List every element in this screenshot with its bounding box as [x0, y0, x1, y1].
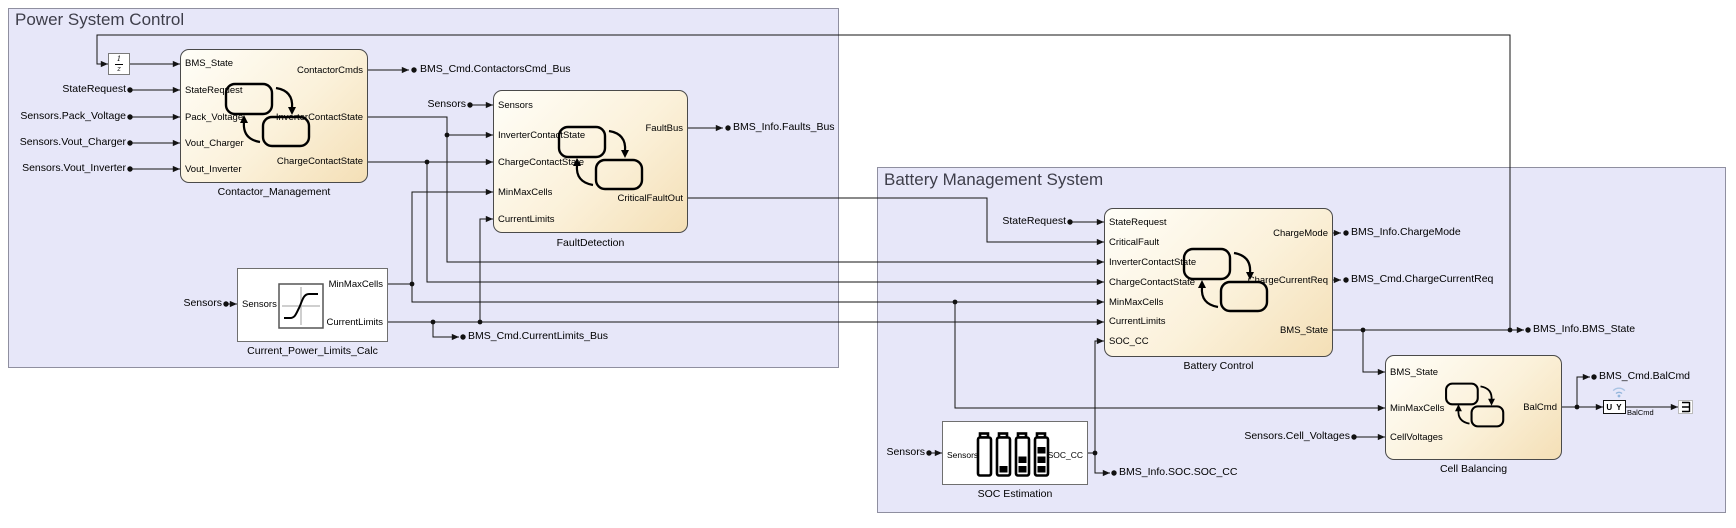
battery-control-block[interactable]: StateRequest CriticalFault InverterConta… [1104, 208, 1333, 357]
output-tag-current-limits-bus[interactable]: BMS_Cmd.CurrentLimits_Bus [468, 330, 609, 342]
soc-estimation-block[interactable]: Sensors SOC_CC [942, 421, 1088, 485]
output-tag-bal-cmd[interactable]: BMS_Cmd.BalCmd [1599, 370, 1691, 382]
port-label: InverterContactState [1109, 257, 1197, 268]
block-name: Current_Power_Limits_Calc [247, 345, 378, 357]
block-name: Battery Control [1183, 360, 1254, 372]
port-label: Sensors [947, 450, 979, 460]
saturation-icon [278, 283, 324, 329]
port-label: ChargeContactState [276, 156, 363, 167]
area-title-battery-management-system: Battery Management System [884, 170, 1104, 189]
port-label: CurrentLimits [498, 214, 555, 225]
port-label: InverterContactState [498, 130, 586, 141]
contactor-management-block[interactable]: BMS_State StateRequest Pack_Voltage Vout… [180, 49, 368, 183]
port-label: SOC_CC [1109, 336, 1149, 347]
port-label: BMS_State [1279, 325, 1328, 336]
input-tag-cell-voltages[interactable]: Sensors.Cell_Voltages [1244, 430, 1350, 442]
port-label: MinMaxCells [1390, 403, 1445, 414]
block-name: Cell Balancing [1439, 463, 1508, 475]
port-label: ChargeContactState [1109, 277, 1196, 288]
port-label: MinMaxCells [498, 187, 553, 198]
input-tag-sensors-soc[interactable]: Sensors [886, 446, 925, 458]
port-label: Vout_Charger [185, 138, 244, 149]
output-tag-faults-bus[interactable]: BMS_Info.Faults_Bus [733, 121, 835, 133]
block-name: FaultDetection [556, 237, 625, 249]
port-label: CurrentLimits [326, 317, 384, 328]
port-label: CriticalFault [1109, 237, 1160, 248]
port-label: Vout_Inverter [185, 164, 242, 175]
port-label: Sensors [242, 299, 277, 310]
fault-detection-block[interactable]: Sensors InverterContactState ChargeConta… [493, 90, 688, 233]
current-power-limits-calc-block[interactable]: Sensors MinMaxCells CurrentLimits [237, 268, 388, 342]
port-label: CriticalFaultOut [617, 193, 683, 204]
input-tag-sensors-limits[interactable]: Sensors [183, 297, 222, 309]
port-label: ContactorCmds [297, 65, 363, 76]
port-label: ChargeContactState [498, 157, 585, 168]
port-label: ChargeCurrentReq [1247, 275, 1328, 286]
output-tag-contactors-cmd-bus[interactable]: BMS_Cmd.ContactorsCmd_Bus [420, 63, 571, 75]
output-tag-charge-current-req[interactable]: BMS_Cmd.ChargeCurrentReq [1351, 273, 1494, 285]
port-label: SOC_CC [1047, 450, 1083, 460]
port-label: FaultBus [645, 123, 684, 134]
block-name: Contactor_Management [217, 186, 331, 198]
signal-viewer-block[interactable]: U Y [1603, 400, 1626, 414]
input-tag-sensors-faultdetection[interactable]: Sensors [427, 98, 466, 110]
unit-delay-denominator: z [117, 64, 121, 73]
input-tag-vout-charger[interactable]: Sensors.Vout_Charger [19, 136, 126, 148]
port-label: StateRequest [185, 85, 243, 96]
port-label: StateRequest [1109, 217, 1167, 228]
port-label: Sensors [498, 100, 533, 111]
cell-balancing-block[interactable]: BMS_State MinMaxCells CellVoltages BalCm… [1385, 355, 1562, 460]
port-label: BalCmd [1523, 402, 1557, 413]
port-label: CellVoltages [1390, 432, 1443, 443]
block-name: SOC Estimation [977, 488, 1053, 500]
viewer-signal-label: BalCmd [1627, 408, 1654, 417]
output-tag-charge-mode[interactable]: BMS_Info.ChargeMode [1351, 226, 1461, 238]
output-tag-bms-state[interactable]: BMS_Info.BMS_State [1533, 323, 1636, 335]
unit-delay-numerator: 1 [116, 54, 122, 63]
area-power-system-control[interactable] [8, 8, 839, 368]
port-label: BMS_State [1390, 367, 1439, 378]
port-label: InverterContactState [275, 112, 363, 123]
battery-levels-icon [976, 432, 1050, 477]
terminator-icon[interactable] [1678, 400, 1693, 414]
area-title-power-system-control: Power System Control [15, 10, 185, 29]
input-tag-pack-voltage[interactable]: Sensors.Pack_Voltage [20, 110, 126, 122]
input-tag-state-request[interactable]: StateRequest [62, 83, 126, 95]
port-label: MinMaxCells [1109, 297, 1164, 308]
port-label: Pack_Voltage [185, 112, 244, 123]
port-label: CurrentLimits [1109, 316, 1166, 327]
port-label: BMS_State [185, 58, 234, 69]
wifi-icon [1612, 387, 1626, 398]
port-label: MinMaxCells [328, 279, 383, 290]
input-tag-vout-inverter[interactable]: Sensors.Vout_Inverter [22, 162, 126, 174]
state-chart-icon [1445, 382, 1505, 428]
input-tag-state-request-bc[interactable]: StateRequest [1002, 215, 1066, 227]
output-tag-soc-cc[interactable]: BMS_Info.SOC.SOC_CC [1119, 466, 1238, 478]
unit-delay-block[interactable]: 1 z [108, 53, 130, 75]
port-label: ChargeMode [1273, 228, 1328, 239]
